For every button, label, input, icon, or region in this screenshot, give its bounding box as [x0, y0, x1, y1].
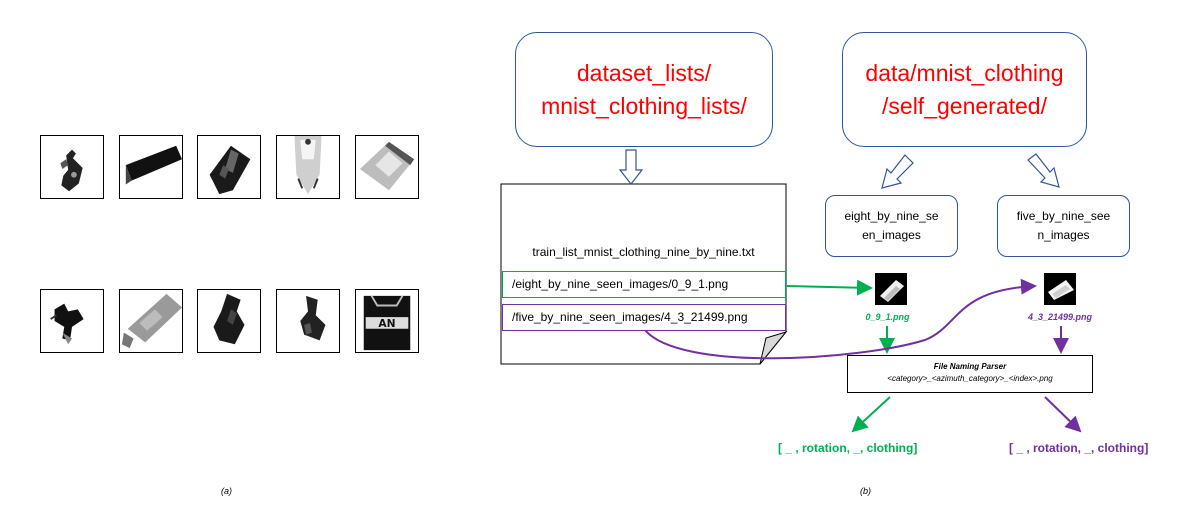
- clothing-thumbnail: AN: [355, 289, 419, 353]
- sample-image-4-3-21499: [1044, 273, 1076, 305]
- panel-a-caption: (a): [221, 486, 232, 496]
- list-entry-green: /eight_by_nine_seen_images/0_9_1.png: [502, 271, 786, 298]
- purple-curve-to-image: [644, 278, 1037, 360]
- result-label-green: [ _ , rotation, _, clothing]: [778, 441, 918, 455]
- folder-line: /self_generated/: [882, 92, 1047, 119]
- image-label-green: 0_9_1.png: [865, 312, 910, 322]
- clothing-thumbnail: [119, 135, 183, 199]
- dataset-lists-folder-box: dataset_lists/ mnist_clothing_lists/: [515, 32, 773, 147]
- folder-line: dataset_lists/: [576, 60, 712, 87]
- parser-title: File Naming Parser: [933, 362, 1007, 371]
- result-label-purple: [ _ , rotation, _, clothing]: [1009, 441, 1149, 455]
- list-entry-purple: /five_by_nine_seen_images/4_3_21499.png: [502, 304, 786, 331]
- file-naming-parser-box: File Naming Parser <category>_<azimuth_c…: [847, 355, 1093, 393]
- green-arrow-to-image: [786, 279, 873, 296]
- subfolder-eight-by-nine: eight_by_nine_se en_images: [825, 195, 958, 257]
- subfolder-line: n_images: [1037, 228, 1090, 242]
- green-arrow-to-result: [851, 396, 891, 433]
- image-label-purple: 4_3_21499.png: [1027, 312, 1093, 322]
- hollow-arrow-diagonal-right: [1027, 153, 1060, 188]
- data-folder-box: data/mnist_clothing /self_generated/: [842, 32, 1087, 147]
- hollow-arrow-down: [618, 149, 644, 185]
- clothing-thumbnail: [40, 289, 104, 353]
- clothing-thumbnail: [355, 135, 419, 199]
- clothing-thumbnail: [197, 289, 261, 353]
- folder-line: data/mnist_clothing: [865, 60, 1064, 87]
- clothing-thumbnail: [276, 135, 340, 199]
- clothing-thumbnail: [197, 135, 261, 199]
- subfolder-line: en_images: [862, 228, 921, 242]
- clothing-thumbnail: [276, 289, 340, 353]
- parser-pattern: <category>_<azimuth_category>_<index>.pn…: [887, 374, 1053, 383]
- subfolder-five-by-nine: five_by_nine_see n_images: [997, 195, 1130, 257]
- list-file-title: train_list_mnist_clothing_nine_by_nine.t…: [532, 245, 755, 259]
- clothing-thumbnail: [40, 135, 104, 199]
- panel-b-caption: (b): [860, 486, 871, 496]
- thumbnail-print-text: AN: [378, 317, 395, 330]
- hollow-arrow-diagonal-left: [881, 154, 914, 189]
- purple-arrow-to-result: [1044, 396, 1082, 433]
- page-fold: [759, 331, 788, 365]
- folder-line: mnist_clothing_lists/: [541, 92, 747, 119]
- subfolder-line: five_by_nine_see: [1016, 208, 1111, 223]
- subfolder-line: eight_by_nine_se: [844, 208, 939, 223]
- clothing-thumbnail: [119, 289, 183, 353]
- sample-image-0-9-1: [875, 273, 907, 305]
